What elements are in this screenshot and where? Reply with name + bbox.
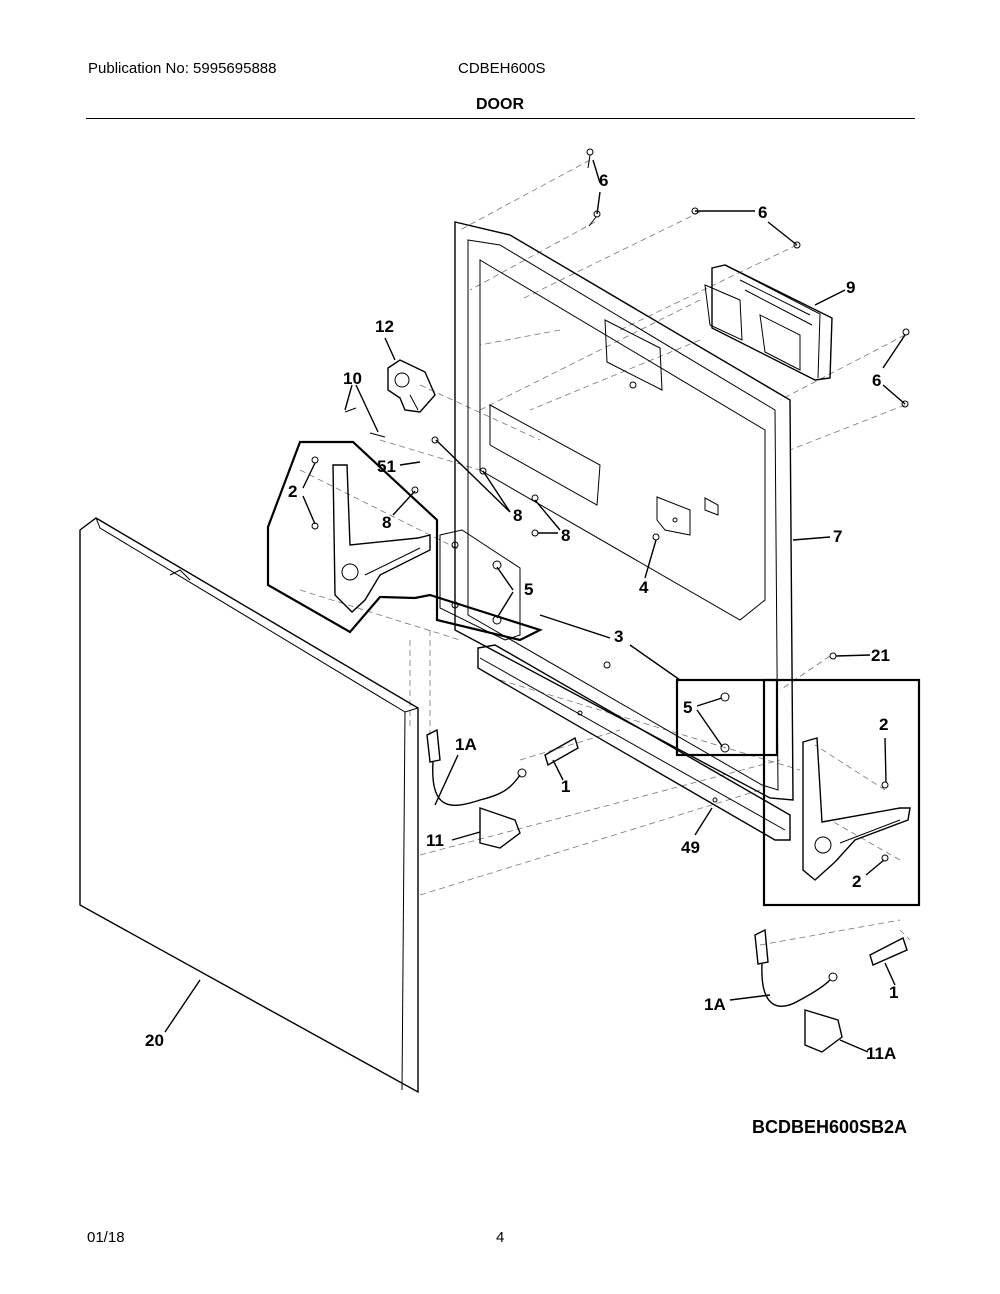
callout-6-right: 6	[758, 203, 767, 222]
door-latch	[387, 359, 436, 413]
bottom-trim-rail	[477, 644, 791, 841]
right-door-spring-assembly	[754, 928, 908, 1053]
footer-page-number: 4	[496, 1229, 505, 1246]
callout-10: 10	[343, 369, 362, 388]
callout-1A-left: 1A	[455, 735, 477, 754]
callout-1A-right: 1A	[704, 995, 726, 1014]
section-title: DOOR	[476, 96, 524, 113]
left-liner-section	[439, 529, 521, 641]
assembly-guide-lines	[299, 159, 911, 946]
publication-number: Publication No: 5995695888	[88, 60, 277, 77]
callout-6-top: 6	[599, 171, 608, 190]
right-hinge-detail-frame	[762, 678, 921, 907]
callout-2-left: 2	[288, 482, 297, 501]
callout-12: 12	[375, 317, 394, 336]
inner-door-liner	[454, 221, 794, 801]
callout-11A: 11A	[866, 1044, 896, 1063]
callout-8-right: 8	[561, 526, 570, 545]
left-hinge-bracket	[332, 464, 431, 613]
callout-1-left: 1	[561, 777, 570, 796]
right-inner-detail-frame	[675, 678, 779, 757]
callout-21: 21	[871, 646, 890, 665]
callout-leaders	[164, 159, 906, 1053]
diagram-code: BCDBEH600SB2A	[752, 1117, 908, 1137]
callout-1-right: 1	[889, 983, 898, 1002]
callout-8-center: 8	[513, 506, 522, 525]
left-door-spring-assembly	[426, 728, 579, 849]
right-hinge-bracket	[802, 737, 911, 881]
callout-8-left: 8	[382, 513, 391, 532]
callout-11: 11	[426, 831, 444, 850]
callout-3: 3	[614, 627, 623, 646]
callout-2-right-top: 2	[879, 715, 888, 734]
callout-5-right: 5	[683, 698, 692, 717]
callout-20: 20	[145, 1031, 164, 1050]
model-number: CDBEH600S	[458, 60, 546, 77]
control-board	[704, 264, 833, 381]
callout-7: 7	[833, 527, 842, 546]
callout-9: 9	[846, 278, 855, 297]
callout-49: 49	[681, 838, 700, 857]
callout-2-right-bottom: 2	[852, 872, 861, 891]
header-divider	[86, 118, 915, 119]
callout-4: 4	[639, 578, 649, 597]
left-hinge-detail-frame	[266, 440, 543, 642]
callout-labels: 6 6 9 12 6 10 51 2 8 8 8 7 5 4 3 21 5 2 …	[145, 171, 898, 1063]
callout-6-far-right: 6	[872, 371, 881, 390]
outer-door-panel	[79, 517, 419, 1094]
footer-date: 01/18	[87, 1229, 125, 1246]
callout-5-left: 5	[524, 580, 533, 599]
callout-51: 51	[377, 457, 396, 476]
